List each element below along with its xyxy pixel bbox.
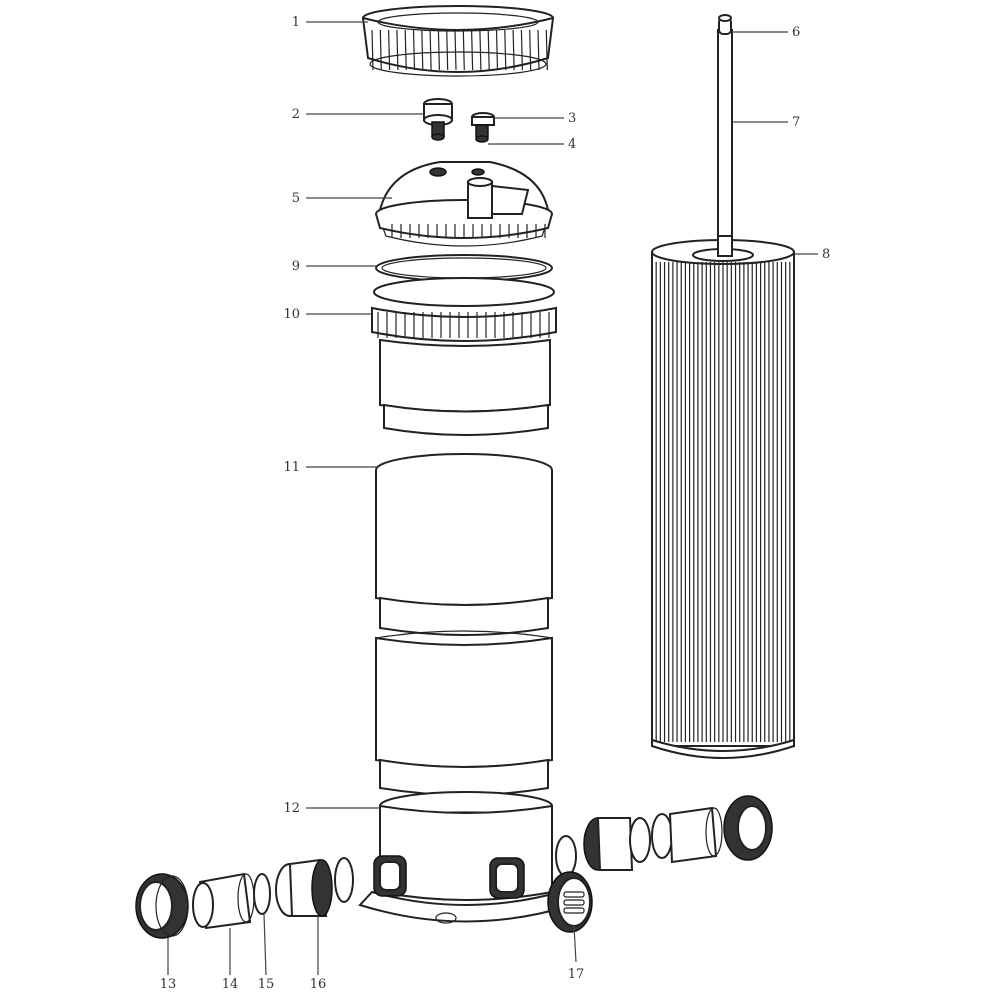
part-label: 17: [568, 967, 585, 982]
lower-cylinder-section: [375, 630, 553, 796]
part-10-threaded-collar: [371, 277, 557, 436]
part-5-filter-head: [375, 161, 553, 247]
part-17-drain-cap: [547, 871, 593, 933]
part-4-valve-stem: [475, 124, 489, 143]
part-label: 2: [292, 107, 300, 122]
part-label: 5: [292, 191, 300, 206]
part-label: 11: [283, 460, 300, 475]
part-12-base: [358, 791, 574, 924]
part-1-top-lid: [361, 5, 555, 77]
part-label: 4: [568, 137, 576, 152]
part-label: 9: [292, 259, 300, 274]
part-label: 6: [792, 25, 800, 40]
part-label: 3: [568, 111, 576, 126]
part-16-union-fitting-left: [275, 857, 354, 917]
part-label: 15: [258, 977, 275, 992]
part-label: 16: [310, 977, 327, 992]
leader-line: [263, 913, 267, 976]
part-7-center-rod: [717, 14, 733, 267]
part-11-cylinder-section: [375, 453, 553, 636]
part-2-valve: [423, 98, 453, 141]
part-3-valve-cap: [471, 112, 495, 126]
part-label: 8: [822, 247, 830, 262]
part-label: 12: [283, 801, 300, 816]
part-label: 7: [792, 115, 800, 130]
part-13-union-nut-left: [135, 873, 189, 939]
part-label: 1: [292, 15, 300, 30]
part-8-cartridge-filter: [651, 235, 795, 759]
leader-lines: [167, 21, 818, 976]
part-label: 14: [222, 977, 239, 992]
leader-line: [573, 925, 577, 963]
part-15-o-ring-left: [253, 873, 271, 915]
part-14-pipe-adapter-left: [192, 872, 255, 930]
part-label: 10: [283, 307, 300, 322]
right-union-fitting: [555, 795, 773, 877]
part-label: 13: [160, 977, 177, 992]
